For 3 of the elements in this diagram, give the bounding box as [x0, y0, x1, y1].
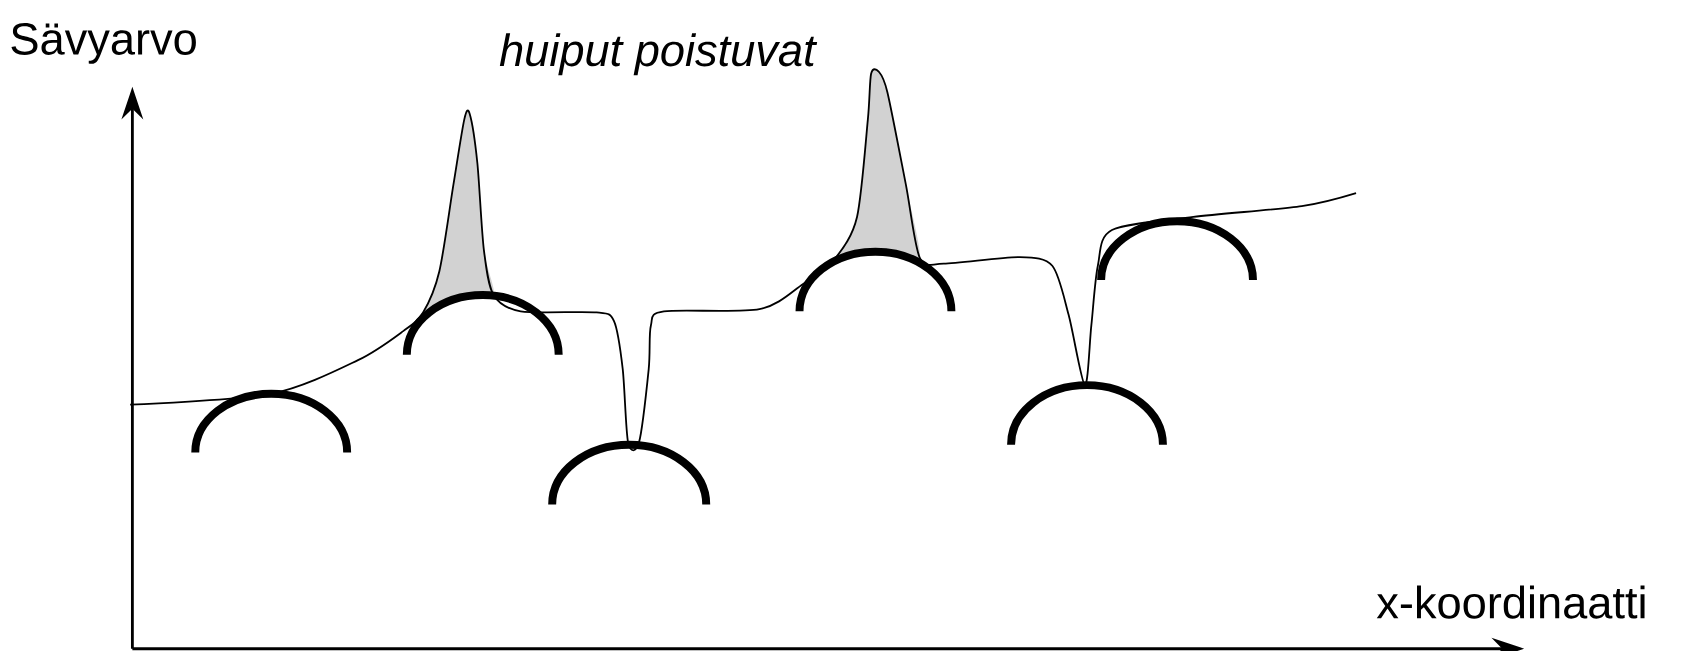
axis-label: x-koordinaatti — [1376, 585, 1645, 619]
annotation-text: huiput poistuvat — [499, 33, 818, 76]
axis-label: Sävyarvo — [11, 23, 196, 64]
